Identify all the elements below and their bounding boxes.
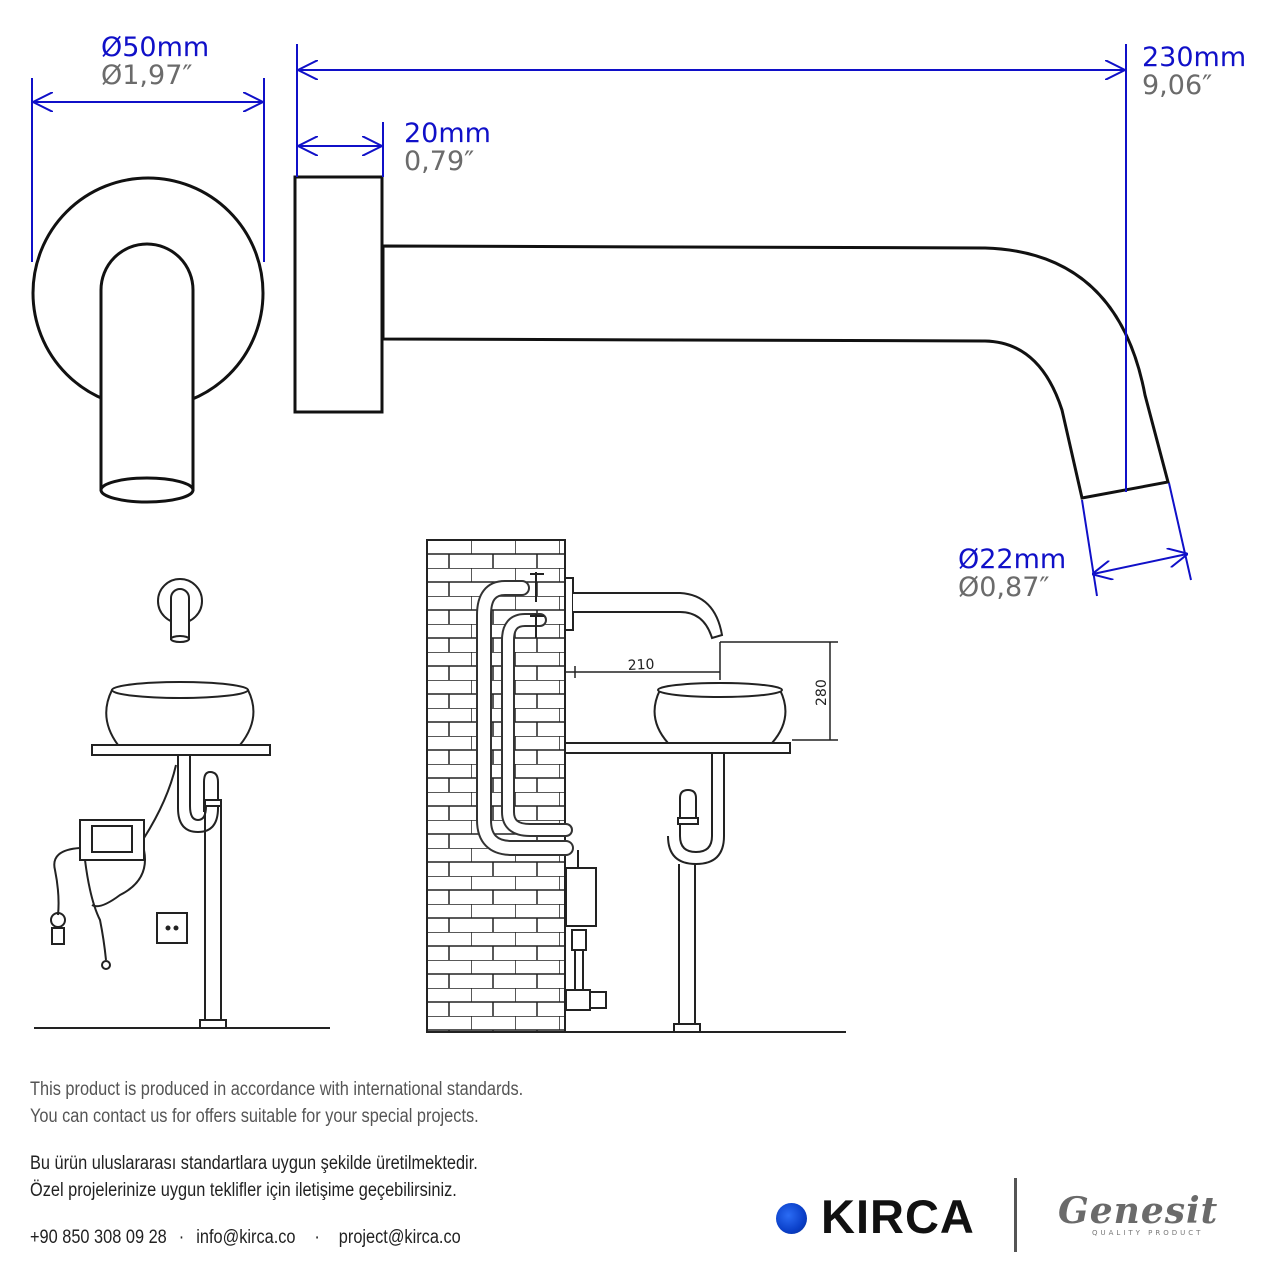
cover-plate-side [293,175,384,414]
contact-email-info[interactable]: info@kirca.co [196,1227,296,1248]
dim-length-mm: 230mm [1142,42,1246,73]
dimension-labels: Ø50mm Ø1,97″ 230mm 9,06″ 20mm 0,79″ Ø22m… [101,32,1246,603]
install-height-label: 280 [814,679,830,706]
dim-outlet-inch: Ø0,87″ [958,572,1049,603]
install-reach-label: 210 [627,657,655,674]
contact-phone[interactable]: +90 850 308 09 28 [30,1227,167,1248]
genesit-logo: Genesit [1058,1190,1219,1232]
kirca-dot-icon [776,1202,807,1234]
spout-side [381,244,1170,500]
kirca-wordmark: KIRCA [821,1189,975,1243]
dim-plate-depth-inch: 0,79″ [404,146,474,177]
dim-diameter-plate-inch: Ø1,97″ [101,60,192,91]
dim-outlet-mm: Ø22mm [958,544,1066,575]
footer-en-line2: You can contact us for offers suitable f… [30,1106,479,1127]
footer-contact: +90 850 308 09 28 · info@kirca.co · project@… [30,1224,461,1251]
kirca-logo: KIRCA [776,1188,975,1244]
installation-side [426,539,846,1033]
contact-separator: · [314,1227,320,1248]
dim-diameter-plate-mm: Ø50mm [101,32,209,63]
spout-front [99,242,195,491]
footer-tr-line1: Bu ürün uluslararası standartlara uygun … [30,1153,478,1174]
footer-turkish: Bu ürün uluslararası standartlara uygun … [30,1150,478,1204]
installation-front [34,578,330,1029]
dimension-lines [31,44,1192,597]
dim-length-inch: 9,06″ [1142,70,1212,101]
footer-tr-line2: Özel projelerinize uygun teklifler için … [30,1180,457,1201]
side-view [293,175,1170,500]
genesit-tagline: QUALITY PRODUCT [1092,1229,1204,1237]
footer-en-line1: This product is produced in accordance w… [30,1079,524,1100]
footer-english: This product is produced in accordance w… [30,1076,523,1130]
dim-plate-depth-mm: 20mm [404,118,491,149]
contact-separator: · [178,1227,185,1248]
brand-divider [1014,1178,1017,1252]
contact-email-project[interactable]: project@kirca.co [338,1227,461,1248]
spout-outlet-front [99,476,195,504]
front-view [31,176,265,504]
